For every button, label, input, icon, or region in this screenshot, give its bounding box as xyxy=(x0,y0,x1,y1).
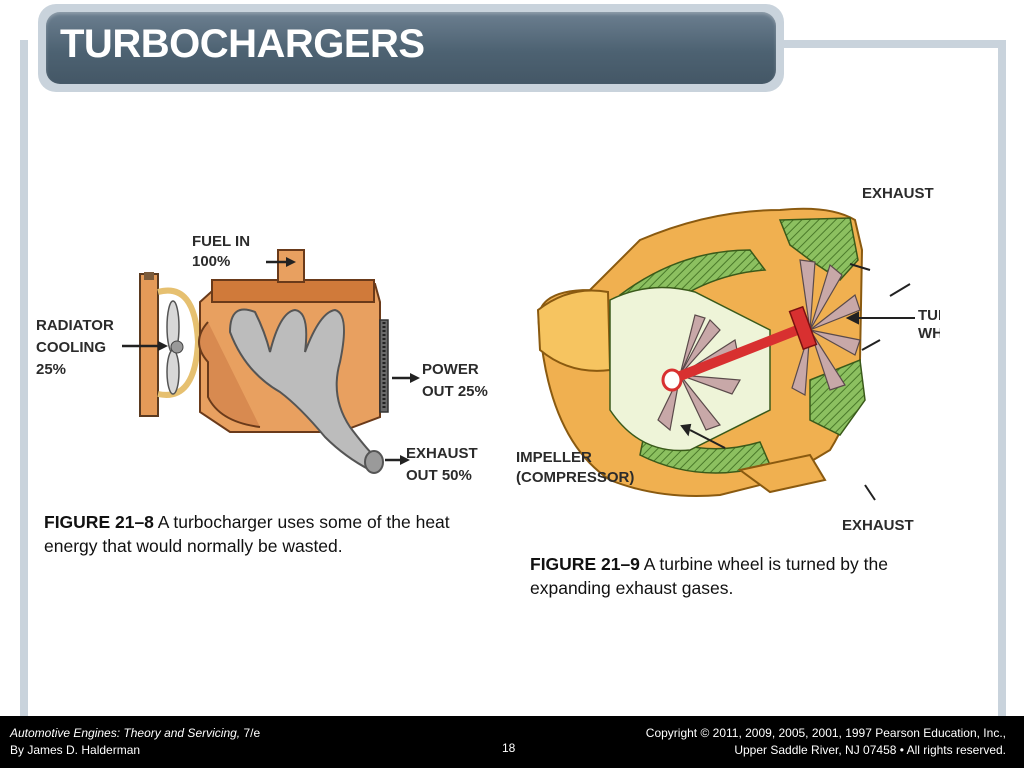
title-bar xyxy=(46,12,776,84)
figure-21-8-text: A turbocharger uses some of the heat ene… xyxy=(44,512,450,556)
label-radiator: RADIATOR xyxy=(36,317,114,334)
label-compressor: (COMPRESSOR) xyxy=(516,469,634,486)
label-exhaust-bottom: EXHAUST xyxy=(842,517,914,534)
footer-author: By James D. Halderman xyxy=(10,743,141,757)
power-arrow-head xyxy=(410,373,420,383)
turbocharger-cutaway-diagram: EXHAUST TURBINE WHEEL IMPELLER (COMPRESS… xyxy=(516,185,940,534)
exhaust-outlet xyxy=(737,453,827,494)
label-fuel-pct: 100% xyxy=(192,253,230,270)
valve-cover xyxy=(211,279,375,303)
fuel-arrow-head xyxy=(286,257,296,267)
footer-book-info: Automotive Engines: Theory and Servicing… xyxy=(10,725,260,759)
label-exhaust: EXHAUST xyxy=(406,445,478,462)
slide-footer: Automotive Engines: Theory and Servicing… xyxy=(0,716,1024,768)
footer-copyright: Copyright © 2011, 2009, 2005, 2001, 1997… xyxy=(646,725,1006,759)
engine-front-cover xyxy=(198,321,261,428)
fan-hub xyxy=(170,340,184,354)
impeller xyxy=(657,314,741,432)
slide-frame-left xyxy=(20,40,28,716)
radiator-cap xyxy=(144,272,154,280)
label-fuel-in: FUEL IN xyxy=(192,233,250,250)
turbine-housing-top xyxy=(778,217,859,281)
figure-21-8-number: FIGURE 21–8 xyxy=(44,512,154,532)
exhaust-manifold xyxy=(228,308,377,472)
figure-21-8-caption: FIGURE 21–8 A turbocharger uses some of … xyxy=(44,510,484,558)
label-impeller: IMPELLER xyxy=(516,449,592,466)
slide-frame-top xyxy=(772,40,1004,48)
label-wheel: WHEEL xyxy=(918,325,940,342)
exhaust-arrow-head xyxy=(400,455,410,465)
slide-title: TURBOCHARGERS xyxy=(60,22,425,66)
label-radiator-pct: 25% xyxy=(36,361,66,378)
figure-21-9-number: FIGURE 21–9 xyxy=(530,554,640,574)
footer-book-title: Automotive Engines: Theory and Servicing… xyxy=(10,726,241,740)
slide-frame-right xyxy=(998,40,1006,716)
radiator-arrow-head xyxy=(158,341,168,351)
figure-21-9-text: A turbine wheel is turned by the expandi… xyxy=(530,554,888,598)
engine-energy-diagram: FUEL IN 100% RADIATOR COOLING 25% POWER … xyxy=(36,233,488,484)
turbine-housing-bottom xyxy=(809,358,866,436)
footer-copyright-line1: Copyright © 2011, 2009, 2005, 2001, 1997… xyxy=(645,726,1006,740)
footer-copyright-line2: Upper Saddle River, NJ 07458 • All right… xyxy=(734,743,1006,757)
label-power: POWER xyxy=(422,361,479,378)
label-exhaust-out: OUT 50% xyxy=(406,467,472,484)
footer-page-number: 18 xyxy=(502,741,516,755)
figure-21-9-caption: FIGURE 21–9 A turbine wheel is turned by… xyxy=(530,552,970,600)
label-power-out: OUT 25% xyxy=(422,383,488,400)
footer-edition: 7/e xyxy=(240,726,261,740)
label-exhaust-top: EXHAUST xyxy=(862,185,934,202)
fan-blade-bottom xyxy=(166,349,180,395)
exhaust-pipe-end xyxy=(364,450,384,474)
turbo-shaft xyxy=(668,320,812,385)
shaft-nut xyxy=(661,368,683,392)
label-turbine: TURBINE xyxy=(918,307,940,324)
label-cooling: COOLING xyxy=(36,339,106,356)
shaft-collar xyxy=(788,305,818,351)
flow-arrows xyxy=(680,263,915,501)
carburetor xyxy=(277,249,305,283)
